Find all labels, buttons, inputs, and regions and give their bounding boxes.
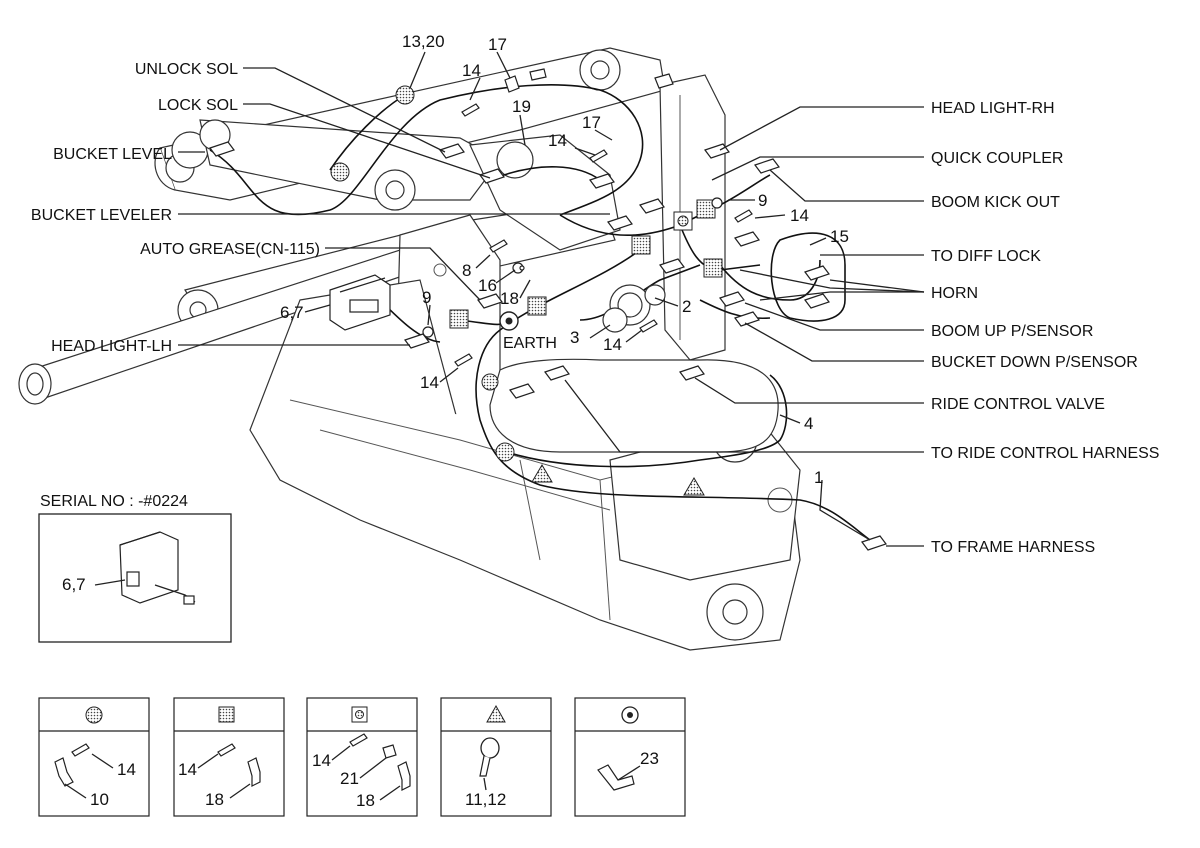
callout-bucket-down-p-sensor: BUCKET DOWN P/SENSOR bbox=[931, 354, 1138, 371]
callout-lock-sol: LOCK SOL bbox=[158, 97, 238, 114]
legend-3-part-21: 21 bbox=[340, 769, 359, 788]
legend-5-part-23: 23 bbox=[640, 749, 659, 768]
callout-unlock-sol: UNLOCK SOL bbox=[135, 61, 238, 78]
harness-wires bbox=[209, 84, 871, 541]
part-number-1: 1 bbox=[814, 468, 823, 487]
callout-ride-control-valve: RIDE CONTROL VALVE bbox=[931, 396, 1105, 413]
callout-auto-grease: AUTO GREASE(CN-115) bbox=[140, 241, 320, 258]
part-number-18: 18 bbox=[500, 289, 519, 308]
leader-lines bbox=[178, 51, 925, 547]
legend-1-part-14: 14 bbox=[117, 760, 136, 779]
legend-box-1: 14 10 bbox=[38, 697, 150, 817]
callout-to-diff-lock: TO DIFF LOCK bbox=[931, 248, 1041, 265]
symbol-markers bbox=[330, 85, 753, 496]
part-number-17: 17 bbox=[582, 113, 601, 132]
callout-bucket-level: BUCKET LEVEL bbox=[53, 146, 172, 163]
part-number-16: 16 bbox=[478, 276, 497, 295]
part-number-6-7: 6,7 bbox=[280, 303, 304, 322]
legend-box-2: 14 18 bbox=[173, 697, 285, 817]
part-number-14: 14 bbox=[462, 61, 481, 80]
callouts-left: UNLOCK SOL LOCK SOL BUCKET LEVEL BUCKET … bbox=[31, 61, 320, 355]
callouts-right: HEAD LIGHT-RH QUICK COUPLER BOOM KICK OU… bbox=[931, 100, 1159, 556]
part-number-3: 3 bbox=[570, 328, 579, 347]
part-number-4: 4 bbox=[804, 414, 813, 433]
serial-inset-title: SERIAL NO : -#0224 bbox=[40, 493, 188, 510]
legend-box-5: 23 bbox=[574, 697, 686, 817]
callout-horn: HORN bbox=[931, 285, 978, 302]
part-numbers: 13,20 17 14 19 17 14 9 14 15 8 16 18 2 6… bbox=[280, 32, 849, 487]
callout-to-frame-harness: TO FRAME HARNESS bbox=[931, 539, 1095, 556]
part-number-14: 14 bbox=[420, 373, 439, 392]
part-number-8: 8 bbox=[462, 261, 471, 280]
callout-head-light-lh: HEAD LIGHT-LH bbox=[51, 338, 172, 355]
part-number-9: 9 bbox=[422, 288, 431, 307]
serial-inset-part: 6,7 bbox=[62, 575, 86, 594]
part-number-15: 15 bbox=[830, 227, 849, 246]
part-number-2: 2 bbox=[682, 297, 691, 316]
part-number-9: 9 bbox=[758, 191, 767, 210]
part-number-19: 19 bbox=[512, 97, 531, 116]
callout-to-ride-control-harness: TO RIDE CONTROL HARNESS bbox=[931, 445, 1159, 462]
legend-3-part-14: 14 bbox=[312, 751, 331, 770]
callout-head-light-rh: HEAD LIGHT-RH bbox=[931, 100, 1055, 117]
legend-box-4: 11,12 bbox=[440, 697, 552, 817]
callout-quick-coupler: QUICK COUPLER bbox=[931, 150, 1063, 167]
harness-connectors bbox=[209, 68, 887, 551]
part-number-14: 14 bbox=[603, 335, 622, 354]
legend-2-part-18: 18 bbox=[205, 790, 224, 809]
earth-label: EARTH bbox=[503, 335, 557, 352]
serial-inset: SERIAL NO : -#0224 6,7 bbox=[38, 493, 232, 643]
legend-4-part-11-12: 11,12 bbox=[465, 790, 506, 809]
part-number-13-20: 13,20 bbox=[402, 32, 445, 51]
callout-bucket-leveler: BUCKET LEVELER bbox=[31, 207, 172, 224]
legend-box-3: 14 21 18 bbox=[306, 697, 418, 817]
part-number-14: 14 bbox=[548, 131, 567, 150]
part-number-17: 17 bbox=[488, 35, 507, 54]
callout-boom-up-p-sensor: BOOM UP P/SENSOR bbox=[931, 323, 1093, 340]
legend-1-part-10: 10 bbox=[90, 790, 109, 809]
legend-2-part-14: 14 bbox=[178, 760, 197, 779]
part-number-14: 14 bbox=[790, 206, 809, 225]
legend-3-part-18: 18 bbox=[356, 791, 375, 810]
boom-and-frame-illustration bbox=[18, 47, 801, 651]
callout-boom-kick-out: BOOM KICK OUT bbox=[931, 194, 1060, 211]
